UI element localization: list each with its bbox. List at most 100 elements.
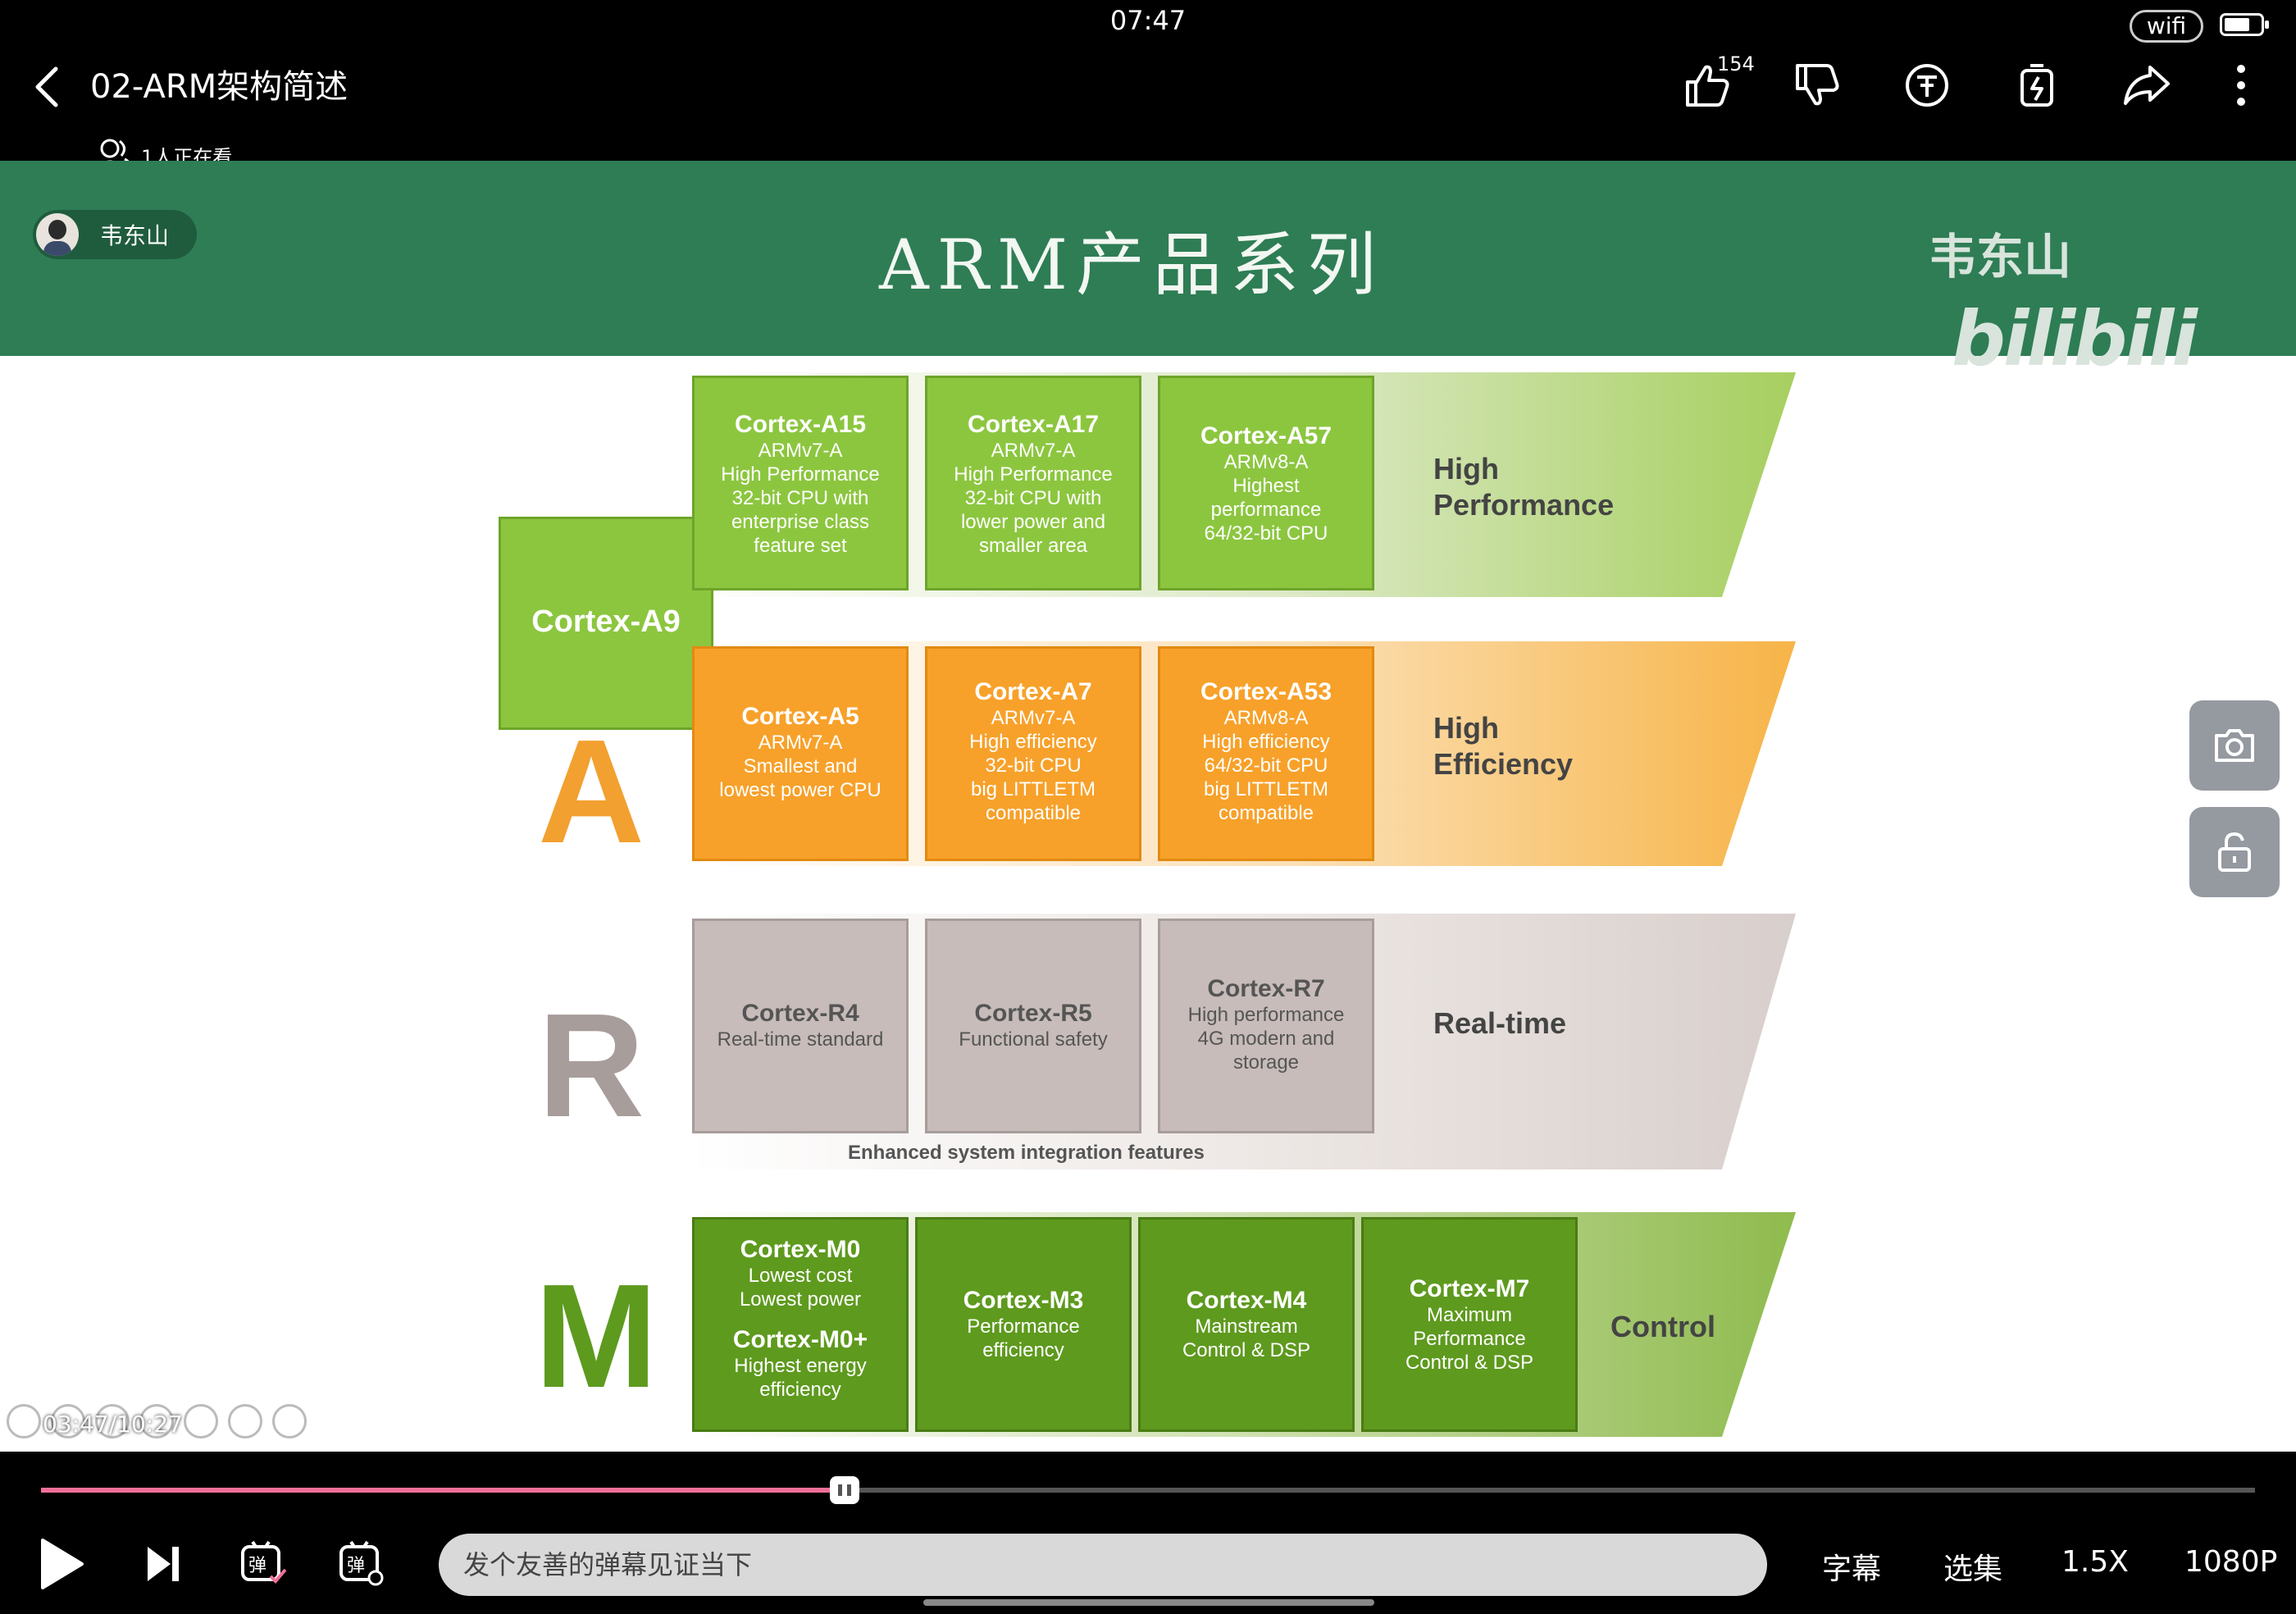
box-line: 64/32-bit CPU [1204,522,1328,545]
box-line: ARMv7-A [991,707,1076,729]
cortex-a57-box: Cortex-A57 ARMv8-A Highest performance 6… [1158,376,1374,590]
box-line: ARMv8-A [1223,707,1309,729]
cortex-r7-box: Cortex-R7 High performance 4G modern and… [1158,919,1374,1133]
unlock-icon [2218,832,2251,872]
box-line: Performance [1413,1328,1526,1350]
box-line: Smallest and [743,755,858,777]
danmaku-input[interactable]: 发个友善的弹幕见证当下 [439,1534,1767,1596]
box-line: ARMv7-A [758,440,843,462]
cortex-a17-box: Cortex-A17 ARMv7-A High Performance 32-b… [925,376,1141,590]
play-icon[interactable] [36,1537,85,1591]
time-code: 03:47/10:27 [43,1411,183,1438]
box-line: 32-bit CPU with [964,487,1102,509]
label-high-performance: High Performance [1433,451,1614,523]
label-line: High [1433,452,1499,486]
screenshot-button[interactable] [2189,700,2280,791]
uploader-avatar [36,213,79,256]
slide-title: ARM产品系列 [879,225,1384,305]
lock-screen-button[interactable] [2189,807,2280,897]
box-line: Highest energy [734,1355,867,1377]
svg-text:弹: 弹 [347,1556,365,1576]
cortex-m4-box: Cortex-M4 Mainstream Control & DSP [1138,1217,1355,1432]
box-line: 32-bit CPU [985,755,1082,777]
box-line: ARMv7-A [758,732,843,754]
box-name: Cortex-A53 [1200,678,1332,705]
box-line: compatible [985,802,1082,824]
box-name: Cortex-M3 [963,1287,1084,1314]
box-name: Cortex-R7 [1207,975,1325,1002]
dislike-icon[interactable] [1791,59,1843,112]
box-line: Functional safety [959,1028,1108,1051]
next-icon[interactable] [144,1543,182,1584]
box-line: storage [1232,1051,1300,1074]
box-line: High performance [1187,1004,1345,1026]
label-high-efficiency: High Efficiency [1433,710,1573,782]
uploader-chip[interactable]: 韦东山 [33,210,197,259]
cortex-a7-box: Cortex-A7 ARMv7-A High efficiency 32-bit… [925,646,1141,861]
box-name: Cortex-A15 [734,411,867,438]
cortex-a5-box: Cortex-A5 ARMv7-A Smallest and lowest po… [692,646,909,861]
cortex-m0-box: Cortex-M0 Lowest cost Lowest power Corte… [692,1217,909,1432]
box-line: Performance [967,1315,1080,1338]
box-line: High Performance [954,463,1113,486]
bilibili-logo: bilibili [1952,295,2198,383]
progress-bar[interactable] [41,1476,2255,1504]
box-line: lowest power CPU [719,779,882,801]
box-name: Cortex-R4 [741,1000,859,1027]
share-icon[interactable] [2121,59,2173,112]
box-line: smaller area [978,535,1088,557]
box-line: feature set [754,535,847,557]
speed-button[interactable]: 1.5X [2061,1545,2129,1579]
status-time: 07:47 [1109,5,1187,36]
coin-icon[interactable] [1901,59,1953,112]
like-count: 154 [1717,52,1755,75]
like-icon[interactable] [1681,59,1733,112]
svg-text:弹: 弹 [248,1556,266,1576]
box-line: Mainstream [1195,1315,1298,1338]
box-name: Cortex-M0 [740,1236,861,1263]
cortex-r4-box: Cortex-R4 Real-time standard [692,919,909,1133]
cortex-a15-box: Cortex-A15 ARMv7-A High Performance 32-b… [692,376,909,590]
box-line: High Performance [721,463,880,486]
progress-fill [41,1488,845,1493]
box-line: High efficiency [1202,731,1330,753]
box-line: 4G modern and [1197,1028,1335,1050]
box-name-2: Cortex-M0+ [732,1326,868,1353]
label-line: Performance [1433,488,1615,522]
home-indicator [923,1599,1374,1606]
letter-r: R [538,983,645,1148]
box-line: Lowest cost [748,1265,853,1287]
box-line: compatible [1218,802,1314,824]
letter-m: M [535,1254,658,1419]
watermark-name: 韦东山 [1929,229,2072,285]
danmaku-toggle-icon[interactable]: 弹 [238,1539,287,1588]
box-line: efficiency [759,1379,841,1401]
box-line: performance [1210,499,1322,521]
box-name: Cortex-R5 [974,1000,1092,1027]
box-line: ARMv8-A [1223,451,1309,473]
quality-button[interactable]: 1080P [2184,1545,2278,1579]
box-line: big LITTLETM [1203,778,1329,800]
more-icon[interactable] [2214,59,2268,112]
box-name: Cortex-A57 [1200,422,1332,449]
label-control: Control [1610,1310,1715,1343]
label-real-time: Real-time [1433,1006,1567,1040]
label-line: Efficiency [1433,747,1574,781]
slide-header-band: 韦东山 ARM产品系列 韦东山 bilibili [0,161,2296,383]
box-line: Lowest power [739,1288,862,1311]
video-title: 02-ARM架构简述 [90,68,348,106]
box-line: High efficiency [969,731,1097,753]
box-line: enterprise class [731,511,870,533]
box-name: Cortex-A7 [974,678,1092,705]
cortex-m7-box: Cortex-M7 Maximum Performance Control & … [1361,1217,1578,1432]
battery-icon [2220,13,2269,36]
subtitle-button[interactable]: 字幕 [1822,1552,1882,1586]
charge-icon[interactable] [2011,59,2063,112]
video-frame[interactable]: 韦东山 ARM产品系列 韦东山bilibili Cortex-A9 A R M … [0,161,2296,1452]
danmaku-settings-icon[interactable]: 弹 [336,1539,385,1588]
cortex-a9-box: Cortex-A9 [499,517,713,730]
progress-thumb[interactable] [830,1476,860,1504]
box-name: Cortex-M4 [1186,1287,1307,1314]
back-icon[interactable] [28,64,67,110]
episodes-button[interactable]: 选集 [1943,1552,2003,1586]
